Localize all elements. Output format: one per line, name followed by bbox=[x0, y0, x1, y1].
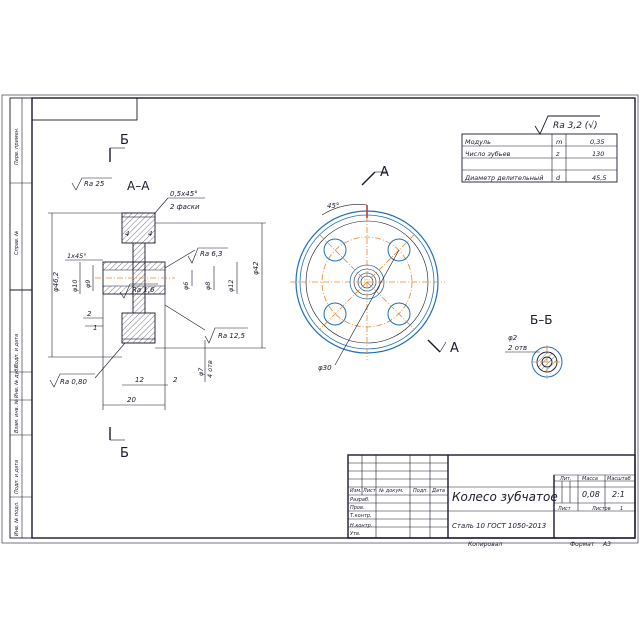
dim-d30: φ30 bbox=[318, 364, 332, 372]
tb-format-val: А3 bbox=[602, 541, 611, 548]
tb-sheets-num: 1 bbox=[620, 506, 623, 512]
tb-col-izm: Изм. bbox=[350, 488, 362, 494]
params-table: Модуль m 0,35 Число зубьев z 130 Диаметр… bbox=[461, 133, 618, 183]
corner-box bbox=[31, 97, 138, 121]
dim-4a: 4 bbox=[125, 230, 129, 238]
dim-20: 20 bbox=[127, 396, 136, 404]
tb-format: Формат bbox=[570, 541, 595, 548]
tb-copied: Копировал bbox=[468, 541, 502, 548]
ra080-label: Ra 0,80 bbox=[60, 378, 88, 386]
ra25-label: Ra 25 bbox=[84, 180, 105, 188]
tb-role-3: Т.контр. bbox=[350, 513, 372, 519]
dim-d10: φ10 bbox=[71, 279, 79, 292]
param-sym-4: d bbox=[556, 174, 561, 182]
strip-label-4: Инв. № дубл. bbox=[14, 364, 20, 398]
chamfer-small-label: 1х45° bbox=[67, 252, 87, 260]
dim-12: 12 bbox=[135, 376, 144, 384]
param-sym-2: z bbox=[555, 150, 560, 158]
bb-d2: φ2 bbox=[508, 334, 518, 342]
ra125-label: Ra 12,5 bbox=[218, 332, 246, 340]
general-roughness: Ra 3,2 (√) bbox=[534, 115, 600, 135]
tb-scale: 2:1 bbox=[612, 490, 625, 499]
tb-lit-h: Лит. bbox=[559, 476, 572, 482]
dim-2a: 2 bbox=[87, 310, 92, 318]
strip-label-3: Подп. и дата bbox=[14, 334, 20, 368]
general-roughness-text: Ra 3,2 (√) bbox=[553, 120, 598, 131]
tb-col-podp: Подп. bbox=[413, 488, 428, 494]
cut-mark-b-top-label: Б bbox=[120, 133, 129, 148]
dim-d6: φ6 bbox=[182, 282, 190, 290]
tb-role-6: Утв. bbox=[350, 531, 361, 537]
chamfer-label: 0,5х45° bbox=[170, 190, 198, 198]
strip-label-1: Перв. примен. bbox=[14, 127, 20, 165]
section-bb-title: Б–Б bbox=[530, 313, 552, 327]
tb-role-5: Н.контр. bbox=[350, 523, 372, 529]
strip-label-7: Инв. № подл. bbox=[14, 502, 20, 537]
chamfer-note: 2 фаски bbox=[170, 203, 200, 211]
dim-1: 1 bbox=[93, 324, 97, 332]
tb-sheets: Листов bbox=[591, 506, 611, 512]
tb-col-doc: № докум. bbox=[378, 488, 404, 494]
dim-d42: φ42 bbox=[252, 261, 260, 275]
side-strip: Перв. примен. Справ. № Подп. и дата Инв.… bbox=[9, 97, 33, 539]
bb-holes: 2 отв bbox=[508, 344, 527, 352]
dim-d8: φ8 bbox=[204, 282, 212, 290]
tb-scale-h: Масштаб bbox=[607, 476, 631, 482]
dim-d7: φ7 bbox=[197, 367, 205, 376]
param-val-4: 45,5 bbox=[592, 174, 606, 182]
tb-role-2: Пров. bbox=[350, 505, 365, 511]
param-val-2: 130 bbox=[592, 150, 604, 158]
dim-d9: φ9 bbox=[84, 280, 92, 288]
param-name-2: Число зубьев bbox=[465, 150, 511, 158]
param-val-1: 0,35 bbox=[590, 138, 604, 146]
cut-mark-a-top: А bbox=[361, 165, 389, 186]
strip-label-6: Подп. и дата bbox=[14, 460, 20, 494]
cut-mark-b-top: Б bbox=[109, 133, 129, 162]
tb-role-1: Разраб. bbox=[350, 497, 370, 503]
cut-mark-a-top-label: А bbox=[380, 165, 389, 180]
strip-label-2: Справ. № bbox=[14, 231, 20, 255]
tb-sheet: Лист bbox=[557, 506, 572, 512]
cut-mark-b-bottom-label: Б bbox=[120, 446, 129, 461]
section-aa: А–А Ra 25 φ46,2 φ42 4 4 bbox=[48, 177, 266, 410]
tb-mass: 0,08 bbox=[582, 490, 600, 499]
sheet-outer-frame bbox=[1, 94, 639, 544]
dim-d462: φ46,2 bbox=[52, 271, 60, 292]
section-aa-title: А–А bbox=[127, 179, 150, 193]
strip-label-5: Взам. инв. № bbox=[14, 399, 20, 433]
title-block: Изм. Лист № докум. Подп. Дата Разраб. Пр… bbox=[347, 454, 636, 548]
param-name-4: Диаметр делительный bbox=[464, 174, 543, 182]
ra16-label: Ra 1,6 bbox=[132, 286, 155, 294]
tb-col-data: Дата bbox=[431, 488, 445, 494]
dim-d12: φ12 bbox=[227, 279, 235, 292]
tb-name: Колесо зубчатое bbox=[452, 490, 558, 504]
tb-material: Сталь 10 ГОСТ 1050-2013 bbox=[452, 522, 546, 530]
cut-mark-a-bottom-label: А bbox=[450, 341, 459, 356]
param-name-1: Модуль bbox=[465, 138, 491, 146]
dim-2b: 2 bbox=[173, 376, 178, 384]
front-view: 45° φ30 bbox=[290, 202, 445, 372]
angle-45: 45° bbox=[327, 202, 339, 210]
dim-4b: 4 bbox=[148, 230, 152, 238]
cut-mark-a-bottom: А bbox=[427, 339, 459, 356]
tb-col-list: Лист bbox=[362, 488, 377, 494]
cut-mark-b-bottom: Б bbox=[109, 427, 129, 461]
section-bb: Б–Б φ2 2 отв bbox=[505, 313, 563, 379]
holes-label: 4 отв bbox=[206, 360, 214, 378]
tb-mass-h: Масса bbox=[582, 476, 598, 482]
param-sym-1: m bbox=[556, 138, 562, 146]
ra63-label: Ra 6,3 bbox=[200, 250, 223, 258]
